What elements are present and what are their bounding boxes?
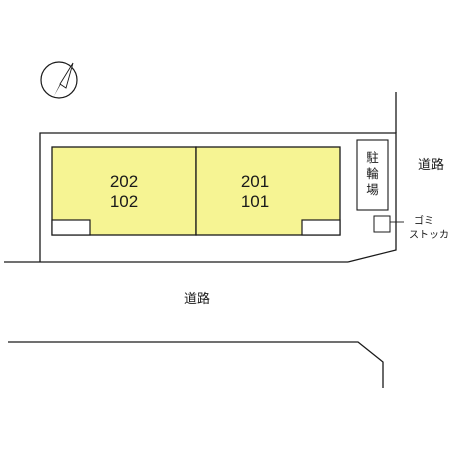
north-arrow-icon [40, 61, 78, 99]
bicycle-parking-char-2: 輪 [366, 166, 379, 181]
site-boundary [4, 92, 397, 263]
unit-lower-number: 102 [110, 192, 138, 211]
unit-upper-number: 201 [241, 172, 269, 191]
road-far-boundary [8, 341, 384, 388]
bicycle-parking-char-1: 駐 [366, 150, 379, 165]
unit-upper-number: 202 [110, 172, 138, 191]
garbage-stocker-box [373, 215, 391, 233]
unit-lower-number: 101 [241, 192, 269, 211]
road-east-label: 道路 [418, 157, 444, 173]
entrance-left [51, 219, 91, 236]
bicycle-parking: 駐 輪 場 [356, 139, 389, 211]
building-right-unit: 201 101 [195, 146, 341, 236]
entrance-right [301, 219, 341, 236]
garbage-label-line1: ゴミ [414, 214, 434, 227]
garbage-label-line2: ストッカー [409, 229, 450, 241]
building-left-unit: 202 102 [51, 146, 197, 236]
road-south-label: 道路 [184, 291, 210, 307]
bicycle-parking-char-3: 場 [366, 182, 379, 197]
